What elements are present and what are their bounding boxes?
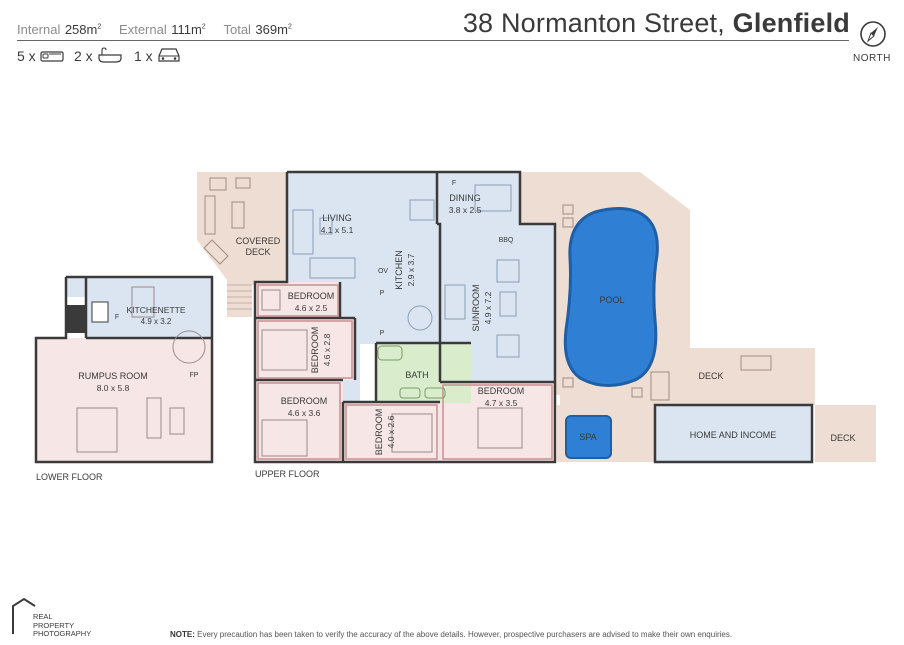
covered-deck-label: COVERED bbox=[236, 236, 281, 246]
pantry-label: P bbox=[380, 290, 385, 297]
bedroom-2-area bbox=[255, 318, 355, 380]
lower-floor-walls bbox=[34, 275, 214, 464]
kitchenette-fridge bbox=[91, 301, 109, 323]
dining-dim: 3.8 x 2.5 bbox=[449, 205, 482, 215]
lower-floor-label: LOWER FLOOR bbox=[36, 472, 103, 482]
fridge-label-lower: F bbox=[115, 314, 119, 321]
spa-shape bbox=[565, 415, 612, 459]
internal-value: 258m2 bbox=[64, 22, 102, 37]
pool-shape bbox=[563, 207, 659, 387]
north-label: NORTH bbox=[853, 53, 891, 64]
covered-deck-label-2: DECK bbox=[245, 247, 270, 257]
bed-furniture bbox=[261, 289, 523, 457]
total-value: 369m2 bbox=[255, 22, 292, 37]
total-label: Total bbox=[223, 22, 251, 37]
suburb-name: Glenfield bbox=[732, 8, 850, 38]
fireplace-label: FP bbox=[190, 372, 199, 379]
bedroom-5-dim: 4.7 x 3.5 bbox=[485, 398, 518, 408]
rumpus-dim: 8.0 x 5.8 bbox=[97, 383, 130, 393]
bedroom-5-label: BEDROOM bbox=[478, 386, 525, 396]
street-address: 38 Normanton Street, bbox=[462, 8, 725, 38]
oven-label: OV bbox=[378, 268, 388, 275]
pantry-label-2: P bbox=[380, 330, 385, 337]
property-address: 38 Normanton Street, Glenfield bbox=[463, 8, 850, 39]
external-value: 111m2 bbox=[171, 22, 206, 37]
bedroom-1-area bbox=[255, 282, 340, 318]
upper-floor-walls bbox=[253, 170, 557, 464]
bathroom-count: 2 x bbox=[74, 48, 93, 64]
bath-icon bbox=[97, 47, 123, 69]
upper-furniture bbox=[292, 184, 520, 358]
rpp-logo-text: REAL PROPERTY PHOTOGRAPHY bbox=[33, 612, 92, 639]
deck-east-area bbox=[675, 348, 815, 405]
bed-icon bbox=[40, 48, 64, 69]
dining-label: DINING bbox=[449, 193, 481, 203]
spa-label: SPA bbox=[579, 432, 596, 442]
rpp-logo-icon bbox=[10, 596, 36, 641]
covered-deck-furniture bbox=[203, 177, 251, 265]
dining-room-area bbox=[437, 172, 520, 224]
internal-label: Internal bbox=[17, 22, 61, 37]
kitchen-area bbox=[355, 224, 440, 344]
area-stats: Internal 258m2 External 111m2 Total 369m… bbox=[17, 21, 292, 39]
external-label: External bbox=[119, 22, 167, 37]
bedroom-3-dim: 4.6 x 3.6 bbox=[288, 408, 321, 418]
fridge-label-upper: F bbox=[452, 180, 456, 187]
disclaimer: NOTE: Every precaution has been taken to… bbox=[170, 630, 732, 639]
home-income-area bbox=[653, 403, 814, 464]
logo-line-3: PHOTOGRAPHY bbox=[33, 629, 92, 638]
living-label: LIVING bbox=[322, 213, 352, 223]
terrace-furniture bbox=[562, 204, 772, 401]
home-income-label: HOME AND INCOME bbox=[690, 430, 777, 440]
bedroom-count: 5 x bbox=[17, 48, 36, 64]
kitchen-dim: 2.9 x 3.7 bbox=[406, 253, 416, 286]
logo-line-2: PROPERTY bbox=[33, 620, 75, 630]
upper-floor-label: UPPER FLOOR bbox=[255, 469, 320, 479]
lower-stair-void bbox=[66, 305, 86, 333]
rumpus-label: RUMPUS ROOM bbox=[78, 371, 148, 381]
bedroom-3-label: BEDROOM bbox=[281, 396, 328, 406]
kitchenette-label: KITCHENETTE bbox=[126, 305, 185, 315]
bedroom-4-dim: 4.0 x 2.6 bbox=[386, 415, 396, 448]
lower-furniture bbox=[76, 286, 206, 453]
deck-east-label: DECK bbox=[698, 371, 723, 381]
bedroom-1-label: BEDROOM bbox=[288, 291, 335, 301]
bedroom-1-dim: 4.6 x 2.5 bbox=[295, 303, 328, 313]
bedroom-2-label: BEDROOM bbox=[310, 327, 320, 374]
living-dim: 4.1 x 5.1 bbox=[321, 225, 354, 235]
deck-far-east-area bbox=[815, 405, 876, 462]
bath-label: BATH bbox=[405, 370, 428, 380]
carpark-count: 1 x bbox=[134, 48, 153, 64]
pool-label: POOL bbox=[599, 295, 624, 305]
bbq-label: BBQ bbox=[499, 237, 514, 244]
bedroom-4-label: BEDROOM bbox=[374, 409, 384, 456]
bedroom-2-dim: 4.6 x 2.8 bbox=[322, 333, 332, 366]
header-divider bbox=[17, 40, 849, 41]
car-icon bbox=[157, 46, 181, 69]
logo-line-1: REAL bbox=[33, 612, 53, 621]
bath-fixtures bbox=[377, 345, 446, 399]
kitchen-label: KITCHEN bbox=[394, 250, 404, 290]
kitchenette-dim: 4.9 x 3.2 bbox=[141, 317, 172, 326]
sunroom-dim: 4.9 x 7.2 bbox=[483, 291, 493, 324]
sunroom-label: SUNROOM bbox=[471, 285, 481, 332]
rumpus-room-area bbox=[36, 338, 212, 462]
bath-area bbox=[376, 343, 471, 403]
lower-storage-area bbox=[66, 277, 86, 297]
disclaimer-text: Every precaution has been taken to verif… bbox=[197, 630, 733, 639]
bedroom-wall-accents bbox=[257, 284, 553, 460]
deck-stairs bbox=[227, 284, 252, 310]
bedroom-3-area bbox=[255, 380, 343, 462]
deck-far-east-label: DECK bbox=[830, 433, 855, 443]
compass-icon bbox=[859, 20, 887, 48]
disclaimer-label: NOTE: bbox=[170, 630, 195, 639]
